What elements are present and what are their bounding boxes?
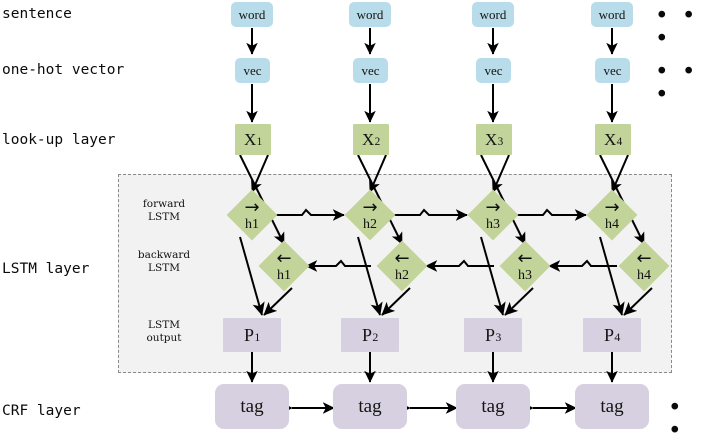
node-lookup-1-sub: 1 xyxy=(256,135,263,148)
node-output-2-sub: 2 xyxy=(372,330,379,345)
node-output-4-sub: 4 xyxy=(614,330,621,345)
inner-label-backward-lstm-line2: LSTM xyxy=(148,262,180,275)
inner-label-forward-lstm-line1: forward xyxy=(142,198,186,210)
ellipsis-crf-layer: • • • xyxy=(668,395,685,434)
row-label-one-hot-vector: one-hot vector xyxy=(2,62,125,78)
node-output-3-sub: 3 xyxy=(495,330,502,345)
node-lookup-2-sub: 2 xyxy=(374,135,381,148)
node-tag-1[interactable]: tag xyxy=(215,384,289,429)
node-word-2[interactable]: word xyxy=(349,2,391,27)
row-label-lstm-layer: LSTM layer xyxy=(2,261,90,277)
inner-label-lstm-output-line1: LSTM xyxy=(148,319,180,331)
inner-label-forward-lstm: forward LSTM xyxy=(128,198,200,224)
inner-label-lstm-output: LSTM output xyxy=(128,319,200,345)
row-label-crf-layer: CRF layer xyxy=(2,403,81,419)
inner-label-lstm-output-line2: output xyxy=(146,332,182,345)
node-lookup-3-base: X xyxy=(485,129,498,149)
inner-label-forward-lstm-line2: LSTM xyxy=(148,211,180,224)
node-lookup-2-base: X xyxy=(362,129,375,149)
node-tag-2[interactable]: tag xyxy=(333,384,407,429)
node-vec-1[interactable]: vec xyxy=(235,58,270,83)
ellipsis-one-hot-vector: • • • xyxy=(655,59,699,108)
row-label-look-up-layer: look-up layer xyxy=(2,132,116,148)
node-output-1-sub: 1 xyxy=(254,330,261,345)
node-lookup-4-base: X xyxy=(604,129,617,149)
node-tag-3[interactable]: tag xyxy=(456,384,530,429)
node-word-4[interactable]: word xyxy=(591,2,633,27)
node-output-3-base: P xyxy=(485,324,496,345)
node-word-1[interactable]: word xyxy=(231,2,273,27)
node-tag-4[interactable]: tag xyxy=(575,384,649,429)
row-label-sentence: sentence xyxy=(2,6,72,22)
node-lookup-1-base: X xyxy=(244,129,257,149)
node-output-4-base: P xyxy=(604,324,615,345)
node-lookup-3-sub: 3 xyxy=(497,135,504,148)
node-word-3[interactable]: word xyxy=(472,2,514,27)
node-vec-4[interactable]: vec xyxy=(595,58,630,83)
node-output-2-base: P xyxy=(362,324,373,345)
node-vec-3[interactable]: vec xyxy=(476,58,511,83)
inner-label-backward-lstm-line1: backward xyxy=(137,249,191,261)
ellipsis-sentence: • • • xyxy=(655,3,699,52)
node-lookup-4-sub: 4 xyxy=(616,135,623,148)
node-output-1-base: P xyxy=(244,324,255,345)
inner-label-backward-lstm: backward LSTM xyxy=(126,249,202,275)
node-vec-2[interactable]: vec xyxy=(353,58,388,83)
